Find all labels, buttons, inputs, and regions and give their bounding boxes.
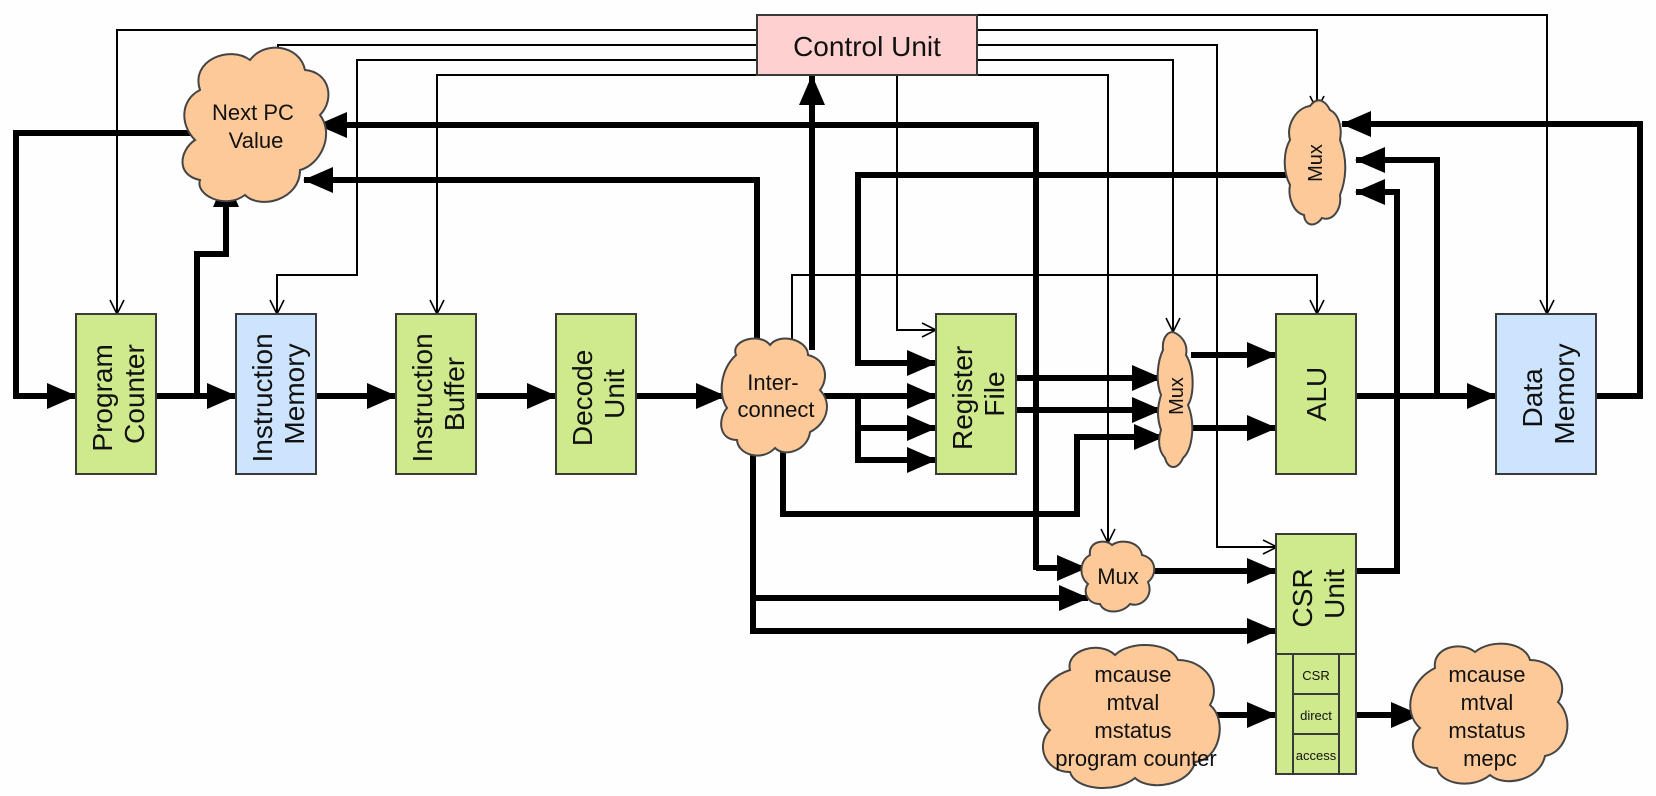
interconnect-cloud: Inter- connect	[720, 337, 828, 457]
csr-outputs-label-4: mepc	[1463, 746, 1517, 771]
wire-interconnect-to-regfile-4	[855, 428, 937, 473]
control-wire-alu	[791, 274, 1317, 350]
next-pc-label-1: Next PC	[212, 100, 294, 125]
wire-interconnect-to-alu-mux	[780, 424, 1164, 517]
control-wire-program-counter	[117, 29, 757, 314]
register-file-label-1: Register	[947, 346, 978, 450]
wire-next-pc-to-pc	[13, 130, 192, 409]
csr-outputs-label-2: mtval	[1461, 690, 1514, 715]
alu-label: ALU	[1301, 367, 1332, 421]
svg-text:Next PC Value: Next PC Value	[212, 100, 300, 153]
csr-cell-label: CSR	[1302, 668, 1329, 683]
csr-outputs-label-3: mstatus	[1448, 718, 1525, 743]
control-unit-label: Control Unit	[793, 31, 941, 62]
control-wire-next-pc	[278, 44, 757, 69]
wire-dmem-to-writeback-mux	[1341, 111, 1643, 399]
next-pc-label-2: Value	[229, 128, 284, 153]
decode-unit: Decode Unit	[555, 313, 637, 475]
csr-inputs-label-4: program counter	[1055, 746, 1216, 771]
program-counter-label-1: Program	[87, 344, 118, 451]
control-wire-register-file	[896, 75, 936, 330]
control-wire-csr-unit	[977, 44, 1277, 547]
instruction-buffer-label-1: Instruction	[407, 333, 438, 462]
next-pc-cloud: Next PC Value	[181, 46, 330, 203]
wire-writeback-to-regfile	[855, 172, 1287, 376]
csr-inputs-label-1: mcause	[1094, 662, 1171, 687]
csr-mux-cloud: Mux	[1080, 540, 1156, 613]
instruction-buffer-label-2: Buffer	[439, 357, 470, 431]
instruction-buffer: Instruction Buffer	[395, 313, 477, 475]
csr-inputs-label-3: mstatus	[1094, 718, 1171, 743]
svg-text:CSR Unit: CSR Unit	[1287, 561, 1350, 628]
control-wires	[117, 14, 1547, 547]
svg-text:Decode Unit: Decode Unit	[567, 342, 630, 446]
decode-unit-label-2: Unit	[599, 369, 630, 419]
csr-inputs-cloud: mcause mtval mstatus program counter	[1038, 643, 1221, 789]
csr-outputs-cloud: mcause mtval mstatus mepc	[1409, 642, 1569, 785]
data-memory: Data Memory	[1495, 313, 1597, 475]
access-cell-label: access	[1296, 748, 1337, 763]
register-file-label-2: File	[979, 371, 1010, 416]
csr-inputs-label-2: mtval	[1107, 690, 1160, 715]
svg-text:Instruction Buffer: Instruction Buffer	[407, 326, 470, 463]
interconnect-label-1: Inter-	[747, 370, 798, 395]
wire-interconnect-to-csr-unit	[750, 598, 1277, 644]
csr-unit-label-2: Unit	[1319, 569, 1350, 619]
csr-unit-label-1: CSR	[1287, 568, 1318, 627]
csr-unit: CSR Unit CSR direct access	[1275, 533, 1357, 775]
control-wire-instruction-buffer	[437, 74, 757, 314]
svg-text:Instruction Memory: Instruction Memory	[247, 326, 310, 463]
direct-cell-label: direct	[1300, 708, 1332, 723]
instruction-memory-label-2: Memory	[279, 343, 310, 444]
wire-feedback-to-next-pc-a	[317, 112, 1039, 570]
svg-text:mcause mtval mstat: mcause mtval mstatus mepc	[1448, 662, 1531, 771]
csr-outputs-label-1: mcause	[1448, 662, 1525, 687]
program-counter: Program Counter	[75, 313, 157, 475]
program-counter-label-2: Counter	[119, 344, 150, 444]
writeback-mux-label: Mux	[1305, 144, 1327, 182]
data-memory-label-1: Data	[1517, 368, 1548, 428]
writeback-mux-cloud: Mux	[1283, 99, 1347, 226]
svg-text:mcause mtval mstat: mcause mtval mstatus program counter	[1055, 662, 1216, 771]
data-wires	[13, 75, 1643, 728]
control-wire-csr-mux	[977, 74, 1108, 543]
csr-direct-access: CSR direct access	[1275, 653, 1357, 775]
instruction-memory-label-1: Instruction	[247, 333, 278, 462]
register-file: Register File	[935, 313, 1017, 475]
control-wire-instruction-memory	[277, 59, 757, 314]
wire-alu-to-writeback-mux	[1355, 147, 1440, 396]
control-unit: Control Unit	[756, 14, 978, 76]
csr-mux-label: Mux	[1097, 564, 1139, 589]
control-wire-alu-mux	[977, 59, 1173, 332]
svg-text:Program Counter: Program Counter	[87, 336, 150, 451]
wire-interconnect-to-regfile-3	[855, 396, 937, 441]
wire-csr-to-writeback-mux	[1355, 179, 1400, 574]
interconnect-label-2: connect	[737, 397, 814, 422]
svg-text:Register File: Register File	[947, 338, 1010, 450]
data-memory-label-2: Memory	[1549, 343, 1580, 444]
svg-text:Inter- connect: Inter- connect	[737, 370, 814, 422]
alu-mux-cloud: Mux	[1156, 330, 1194, 468]
decode-unit-label-1: Decode	[567, 350, 598, 447]
alu: ALU	[1275, 313, 1357, 475]
wire-interconnect-to-next-pc-b	[303, 167, 760, 345]
control-wire-writeback-mux	[977, 29, 1317, 110]
svg-text:Data Memory: Data Memory	[1517, 343, 1580, 444]
alu-mux-label: Mux	[1166, 377, 1188, 415]
instruction-memory: Instruction Memory	[235, 313, 317, 475]
wire-pc-to-next-pc	[194, 177, 239, 396]
control-wire-data-memory	[977, 14, 1547, 314]
